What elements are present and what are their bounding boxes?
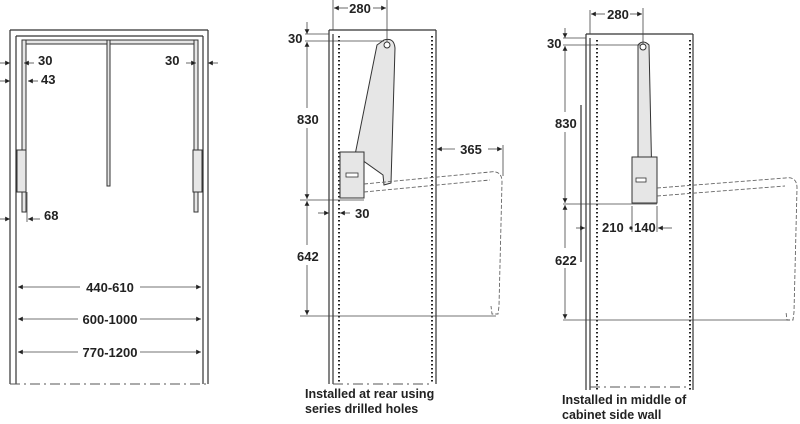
dim-depth-280: 280	[607, 7, 629, 22]
dim-depth-280: 280	[349, 1, 371, 16]
dim-reach-365: 365	[460, 142, 482, 157]
dim-rail-width: 440-610	[86, 280, 134, 295]
cabinet-side	[580, 33, 694, 390]
dim-right-30: 30	[165, 53, 179, 68]
front-view: 30 43 30 68 440-610 600-1000 770-1200	[0, 29, 218, 385]
dim-cabinet-width: 770-1200	[83, 345, 138, 360]
dim-motor-68: 68	[44, 208, 58, 223]
front-dimensions: 30 43 30 68 440-610 600-1000 770-1200	[0, 53, 218, 360]
dim-height-830: 830	[297, 112, 319, 127]
rear-install-view: 280 30 830 642 365 30 Installed at rear …	[288, 0, 504, 416]
wardrobe-lift-side	[631, 41, 798, 321]
dim-top-30: 30	[547, 36, 561, 51]
side-wall-view: 280 30 830 622 210 140 Installed in midd…	[547, 7, 798, 422]
wardrobe-lift-side	[339, 38, 503, 315]
cabinet-side	[328, 29, 437, 385]
dim-left-43: 43	[41, 72, 55, 87]
caption-side-line1: Installed in middle of	[562, 393, 687, 407]
side-wall-dimensions: 280 30 830 622 210 140	[547, 7, 790, 321]
rear-dimensions: 280 30 830 642 365 30	[288, 0, 504, 317]
dim-width-140: 140	[634, 220, 656, 235]
caption-side-line2: cabinet side wall	[562, 408, 661, 422]
caption-rear-line1: Installed at rear using	[305, 387, 434, 401]
dim-offset-210: 210	[602, 220, 624, 235]
dim-low-622: 622	[555, 253, 577, 268]
dim-low-642: 642	[297, 249, 319, 264]
dim-left-30: 30	[38, 53, 52, 68]
dim-height-830: 830	[555, 116, 577, 131]
dim-wall-30: 30	[355, 206, 369, 221]
wardrobe-lift-front	[16, 39, 203, 213]
dim-mid-width: 600-1000	[83, 312, 138, 327]
caption-rear-line2: series drilled holes	[305, 402, 418, 416]
dim-top-30: 30	[288, 31, 302, 46]
cabinet-outline	[9, 29, 209, 385]
